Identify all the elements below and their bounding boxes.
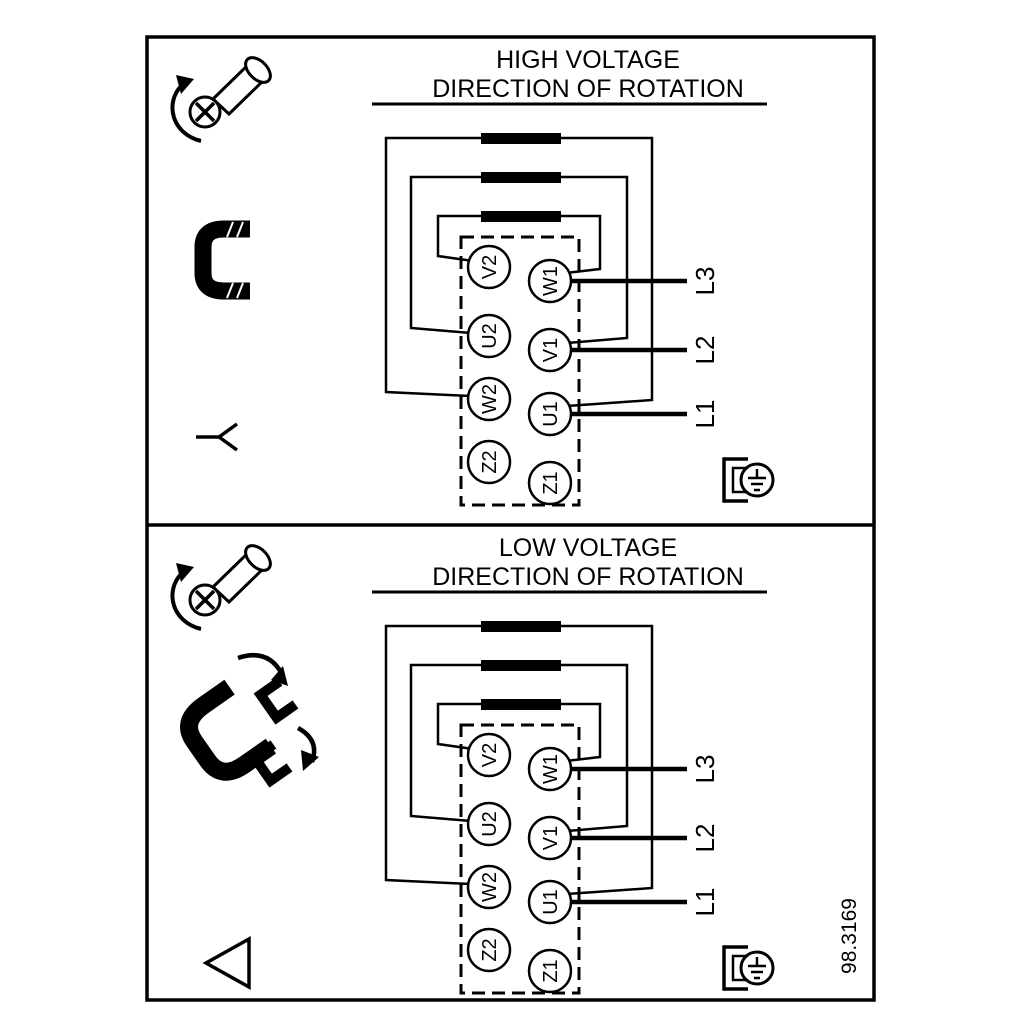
delta-connection-icon xyxy=(202,936,251,990)
panel-title-line2: DIRECTION OF ROTATION xyxy=(432,563,744,591)
terminal-label-w2: W2 xyxy=(479,872,501,902)
terminal-label-v2: V2 xyxy=(479,743,501,767)
supply-label-l3: L3 xyxy=(690,267,720,296)
terminal-label-u1: U1 xyxy=(540,889,562,915)
supply-label-l1: L1 xyxy=(690,888,720,917)
link-bracket xyxy=(194,220,250,300)
terminal-label-v2: V2 xyxy=(479,255,501,279)
large-link-bracket xyxy=(180,679,277,781)
terminal-label-z1: Z1 xyxy=(540,471,562,494)
terminal-label-z2: Z2 xyxy=(479,938,501,961)
star-prong-2 xyxy=(217,422,239,439)
terminal-label-w2: W2 xyxy=(479,384,501,414)
terminal-label-u2: U2 xyxy=(479,811,501,837)
move-arrow-1-head xyxy=(271,666,288,686)
terminal-label-u2: U2 xyxy=(479,323,501,349)
small-link-path-2 xyxy=(247,740,293,788)
panel-high-voltage: HIGH VOLTAGE DIRECTION OF ROTATION V2 U2… xyxy=(172,46,773,505)
terminal-label-z2: Z2 xyxy=(479,450,501,473)
link-hatch-4 xyxy=(236,282,244,299)
star-connection-icon xyxy=(196,422,239,452)
small-link-bracket-2 xyxy=(247,740,293,788)
terminal-label-z1: Z1 xyxy=(540,959,562,982)
terminal-label-v1: V1 xyxy=(540,338,562,362)
panel-title-line1: HIGH VOLTAGE xyxy=(496,46,680,74)
terminal-label-w1: W1 xyxy=(540,266,562,296)
outer-border xyxy=(145,35,876,1002)
panel-low-voltage: LOW VOLTAGE DIRECTION OF ROTATION V2 U2 … xyxy=(172,534,773,993)
small-link-bracket-1 xyxy=(253,677,299,725)
terminal-label-v1: V1 xyxy=(540,826,562,850)
move-arrow-2-head xyxy=(301,750,319,771)
link-hatch-1 xyxy=(226,221,234,238)
supply-label-l2: L2 xyxy=(690,824,720,853)
supply-label-l1: L1 xyxy=(690,400,720,429)
terminal-links-rearrange-icon xyxy=(180,653,319,788)
move-arrow-1 xyxy=(237,653,284,676)
star-prong-3 xyxy=(217,435,239,452)
panel-title-line1: LOW VOLTAGE xyxy=(499,534,677,562)
link-hatch-3 xyxy=(226,282,234,299)
link-hatch-2 xyxy=(236,221,244,238)
terminal-label-w1: W1 xyxy=(540,754,562,784)
terminal-label-u1: U1 xyxy=(540,401,562,427)
small-link-path-1 xyxy=(253,677,299,725)
terminal-link-icon xyxy=(194,220,250,300)
supply-label-l2: L2 xyxy=(690,336,720,365)
supply-label-l3: L3 xyxy=(690,755,720,784)
figure-number: 98.3169 xyxy=(838,898,861,974)
large-link-path xyxy=(180,679,277,781)
panel-title-line2: DIRECTION OF ROTATION xyxy=(432,75,744,103)
